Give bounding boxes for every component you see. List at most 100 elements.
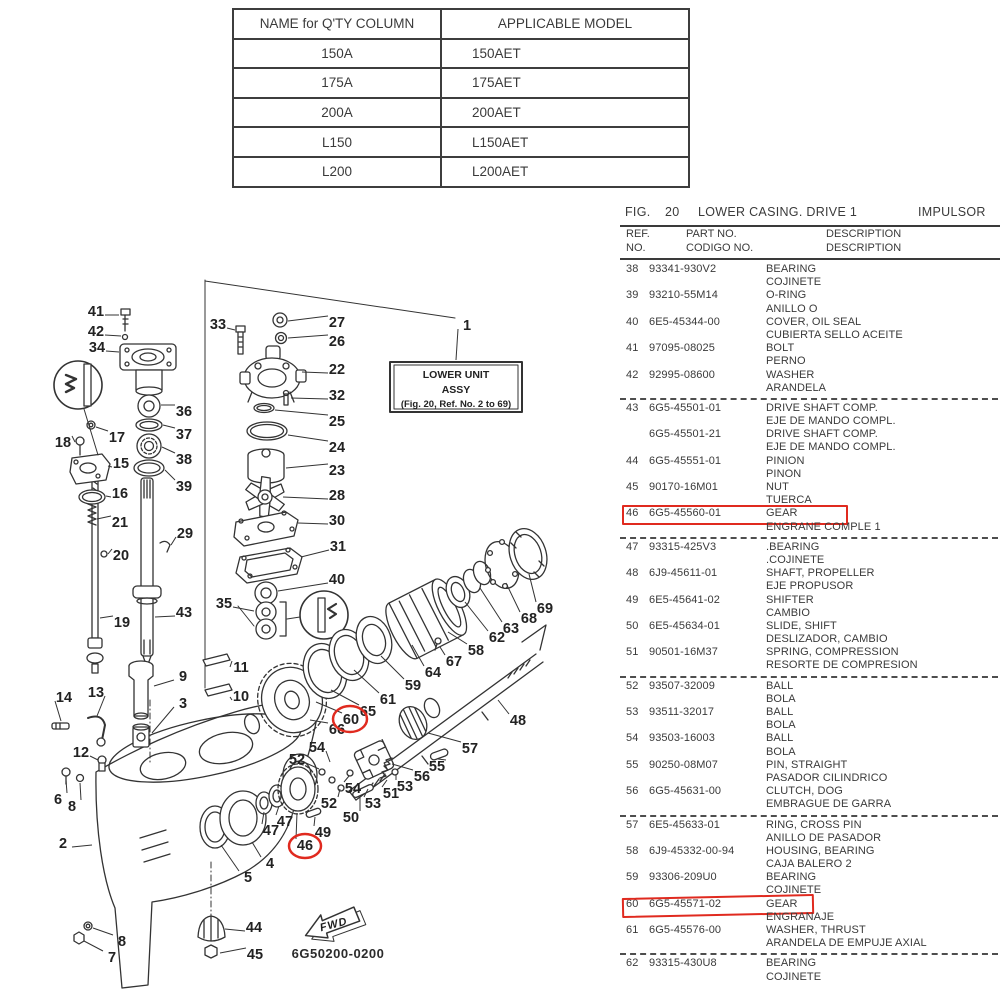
leader-line bbox=[71, 435, 76, 443]
description-es: EMBRAGUE DE GARRA bbox=[766, 798, 892, 811]
ref-label-50: 50 bbox=[343, 810, 359, 826]
description-es: ARANDELA bbox=[766, 381, 827, 394]
shift-rod-parts bbox=[69, 420, 171, 674]
qty-name-cell: 175A bbox=[232, 67, 442, 99]
leader-line bbox=[95, 426, 109, 432]
leader-line bbox=[104, 334, 122, 337]
ref-label-47: 47 bbox=[277, 814, 293, 830]
ref-number: 50 bbox=[626, 619, 639, 632]
part-number: 6J9-45611-01 bbox=[649, 567, 718, 580]
leader-line bbox=[275, 805, 280, 816]
part-number: 6E5-45634-01 bbox=[649, 619, 720, 632]
ref-label-58: 58 bbox=[468, 643, 484, 659]
leader-line bbox=[300, 549, 330, 558]
fwd-label: FWD bbox=[319, 915, 349, 934]
description-en: O-RING bbox=[766, 289, 807, 302]
ref-number: 41 bbox=[626, 342, 639, 355]
leader-line bbox=[305, 762, 320, 770]
ref-label-65: 65 bbox=[360, 704, 376, 720]
fig-title-text: LOWER CASING. DRIVE 1 bbox=[698, 205, 858, 219]
part-number: 93507-32009 bbox=[649, 679, 715, 692]
ref-label-53: 53 bbox=[365, 796, 381, 812]
leader-line bbox=[455, 328, 459, 361]
description-es: PERNO bbox=[766, 355, 806, 368]
description-es: ENGRANAJE bbox=[766, 910, 835, 923]
leader-line bbox=[83, 940, 104, 952]
description-es: RESORTE DE COMPRESION bbox=[766, 659, 918, 672]
ref-label-6: 6 bbox=[54, 792, 62, 808]
ref-label-13: 13 bbox=[88, 685, 104, 701]
description-en: BOLT bbox=[766, 342, 795, 355]
part-number: 93341-930V2 bbox=[649, 263, 717, 275]
prop-gear-cluster bbox=[199, 763, 322, 849]
ref-number: 46 bbox=[626, 507, 639, 520]
part-number: 6G5-45571-02 bbox=[649, 897, 722, 910]
ref-number: 48 bbox=[626, 567, 639, 580]
description-es: BOLA bbox=[766, 745, 796, 758]
ref-label-28: 28 bbox=[329, 488, 345, 504]
ref-number: 47 bbox=[626, 540, 639, 553]
leader-line bbox=[154, 615, 176, 618]
description-en: HOUSING, BEARING bbox=[766, 844, 875, 857]
drawing-number: 6G50200-0200 bbox=[292, 946, 385, 961]
leader-line bbox=[79, 782, 82, 801]
description-en: PIN, STRAIGHT bbox=[766, 758, 848, 771]
ref-label-34: 34 bbox=[89, 340, 105, 356]
ref-label-10: 10 bbox=[233, 689, 249, 705]
ref-number: 42 bbox=[626, 368, 639, 381]
description-en: GEAR bbox=[766, 507, 798, 520]
leader-line bbox=[105, 495, 112, 498]
leader-line bbox=[439, 646, 446, 656]
ref-label-60: 60 bbox=[343, 712, 359, 728]
ref-label-25: 25 bbox=[329, 414, 345, 430]
leader-line bbox=[251, 841, 262, 858]
leader-line bbox=[411, 644, 425, 667]
leader-line bbox=[277, 582, 329, 592]
part-number: 93315-430U8 bbox=[649, 957, 717, 970]
fig-prefix: FIG. bbox=[625, 205, 651, 219]
ref-label-3: 3 bbox=[179, 696, 187, 712]
leader-line bbox=[89, 755, 99, 761]
ref-number: 49 bbox=[626, 593, 639, 606]
leader-line bbox=[330, 689, 360, 706]
ref-label-53: 53 bbox=[397, 779, 413, 795]
ref-label-48: 48 bbox=[510, 713, 526, 729]
description-en: BALL bbox=[766, 706, 794, 718]
ref-label-19: 19 bbox=[114, 615, 130, 631]
description-es: CAJA BALERO 2 bbox=[766, 858, 852, 871]
ref-number: 53 bbox=[626, 706, 639, 718]
leader-line bbox=[497, 699, 510, 715]
part-number: 93503-16003 bbox=[649, 732, 715, 745]
description-en: PINION bbox=[766, 454, 805, 467]
ref-label-54: 54 bbox=[309, 740, 325, 756]
ref-label-1: 1 bbox=[463, 318, 471, 334]
description-en: BEARING bbox=[766, 957, 817, 970]
part-number: 6G5-45551-01 bbox=[649, 454, 722, 467]
model-cell: L200AET bbox=[440, 155, 690, 188]
leader-line bbox=[107, 465, 113, 468]
leader-line bbox=[261, 811, 265, 825]
leader-line bbox=[153, 679, 175, 687]
leader-line bbox=[229, 660, 233, 668]
ref-label-68: 68 bbox=[521, 611, 537, 627]
ref-label-9: 9 bbox=[179, 669, 187, 685]
ref-label-47: 47 bbox=[263, 823, 279, 839]
ref-label-61: 61 bbox=[380, 692, 396, 708]
ref-label-54: 54 bbox=[345, 781, 361, 797]
bottom-fasteners bbox=[73, 915, 226, 959]
ref-number: 54 bbox=[626, 732, 639, 745]
leader-line bbox=[301, 371, 329, 374]
part-number: 6E5-45641-02 bbox=[649, 593, 720, 606]
description-en: SHAFT, PROPELLER bbox=[766, 567, 875, 580]
leader-line bbox=[391, 763, 414, 771]
part-number: 6G5-45501-01 bbox=[649, 401, 722, 414]
